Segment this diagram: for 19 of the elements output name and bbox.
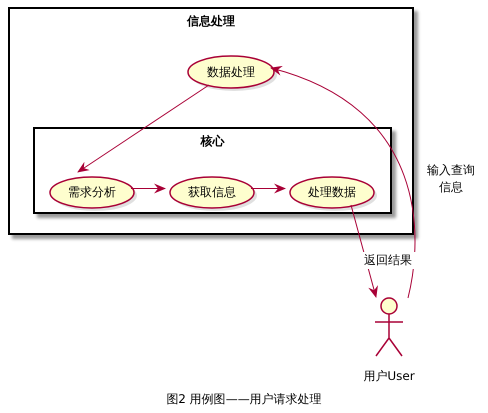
package-title: 信息处理: [186, 13, 236, 30]
package-frame: [8, 7, 414, 235]
use-case-label: 数据处理: [207, 64, 255, 80]
arrow: [270, 66, 416, 298]
caption: 图2 用例图——用户请求处理: [165, 391, 323, 408]
use-case-ellipse: [169, 176, 255, 209]
arrow: [77, 84, 210, 173]
package-frame: [33, 127, 392, 214]
use-case-ellipse: [289, 176, 375, 209]
package-title: 核心: [199, 133, 226, 150]
use-case-ellipse: [187, 55, 275, 89]
arrow: [250, 184, 286, 194]
use-case-label: 获取信息: [188, 184, 236, 201]
use-case-label: 处理数据: [308, 184, 356, 201]
arrow: [130, 184, 166, 194]
actor-label: 用户User: [362, 368, 416, 385]
edge-label: 输入查询信息: [425, 162, 477, 196]
use-case-ellipse: [49, 176, 135, 209]
use-case-label: 需求分析: [68, 184, 116, 201]
